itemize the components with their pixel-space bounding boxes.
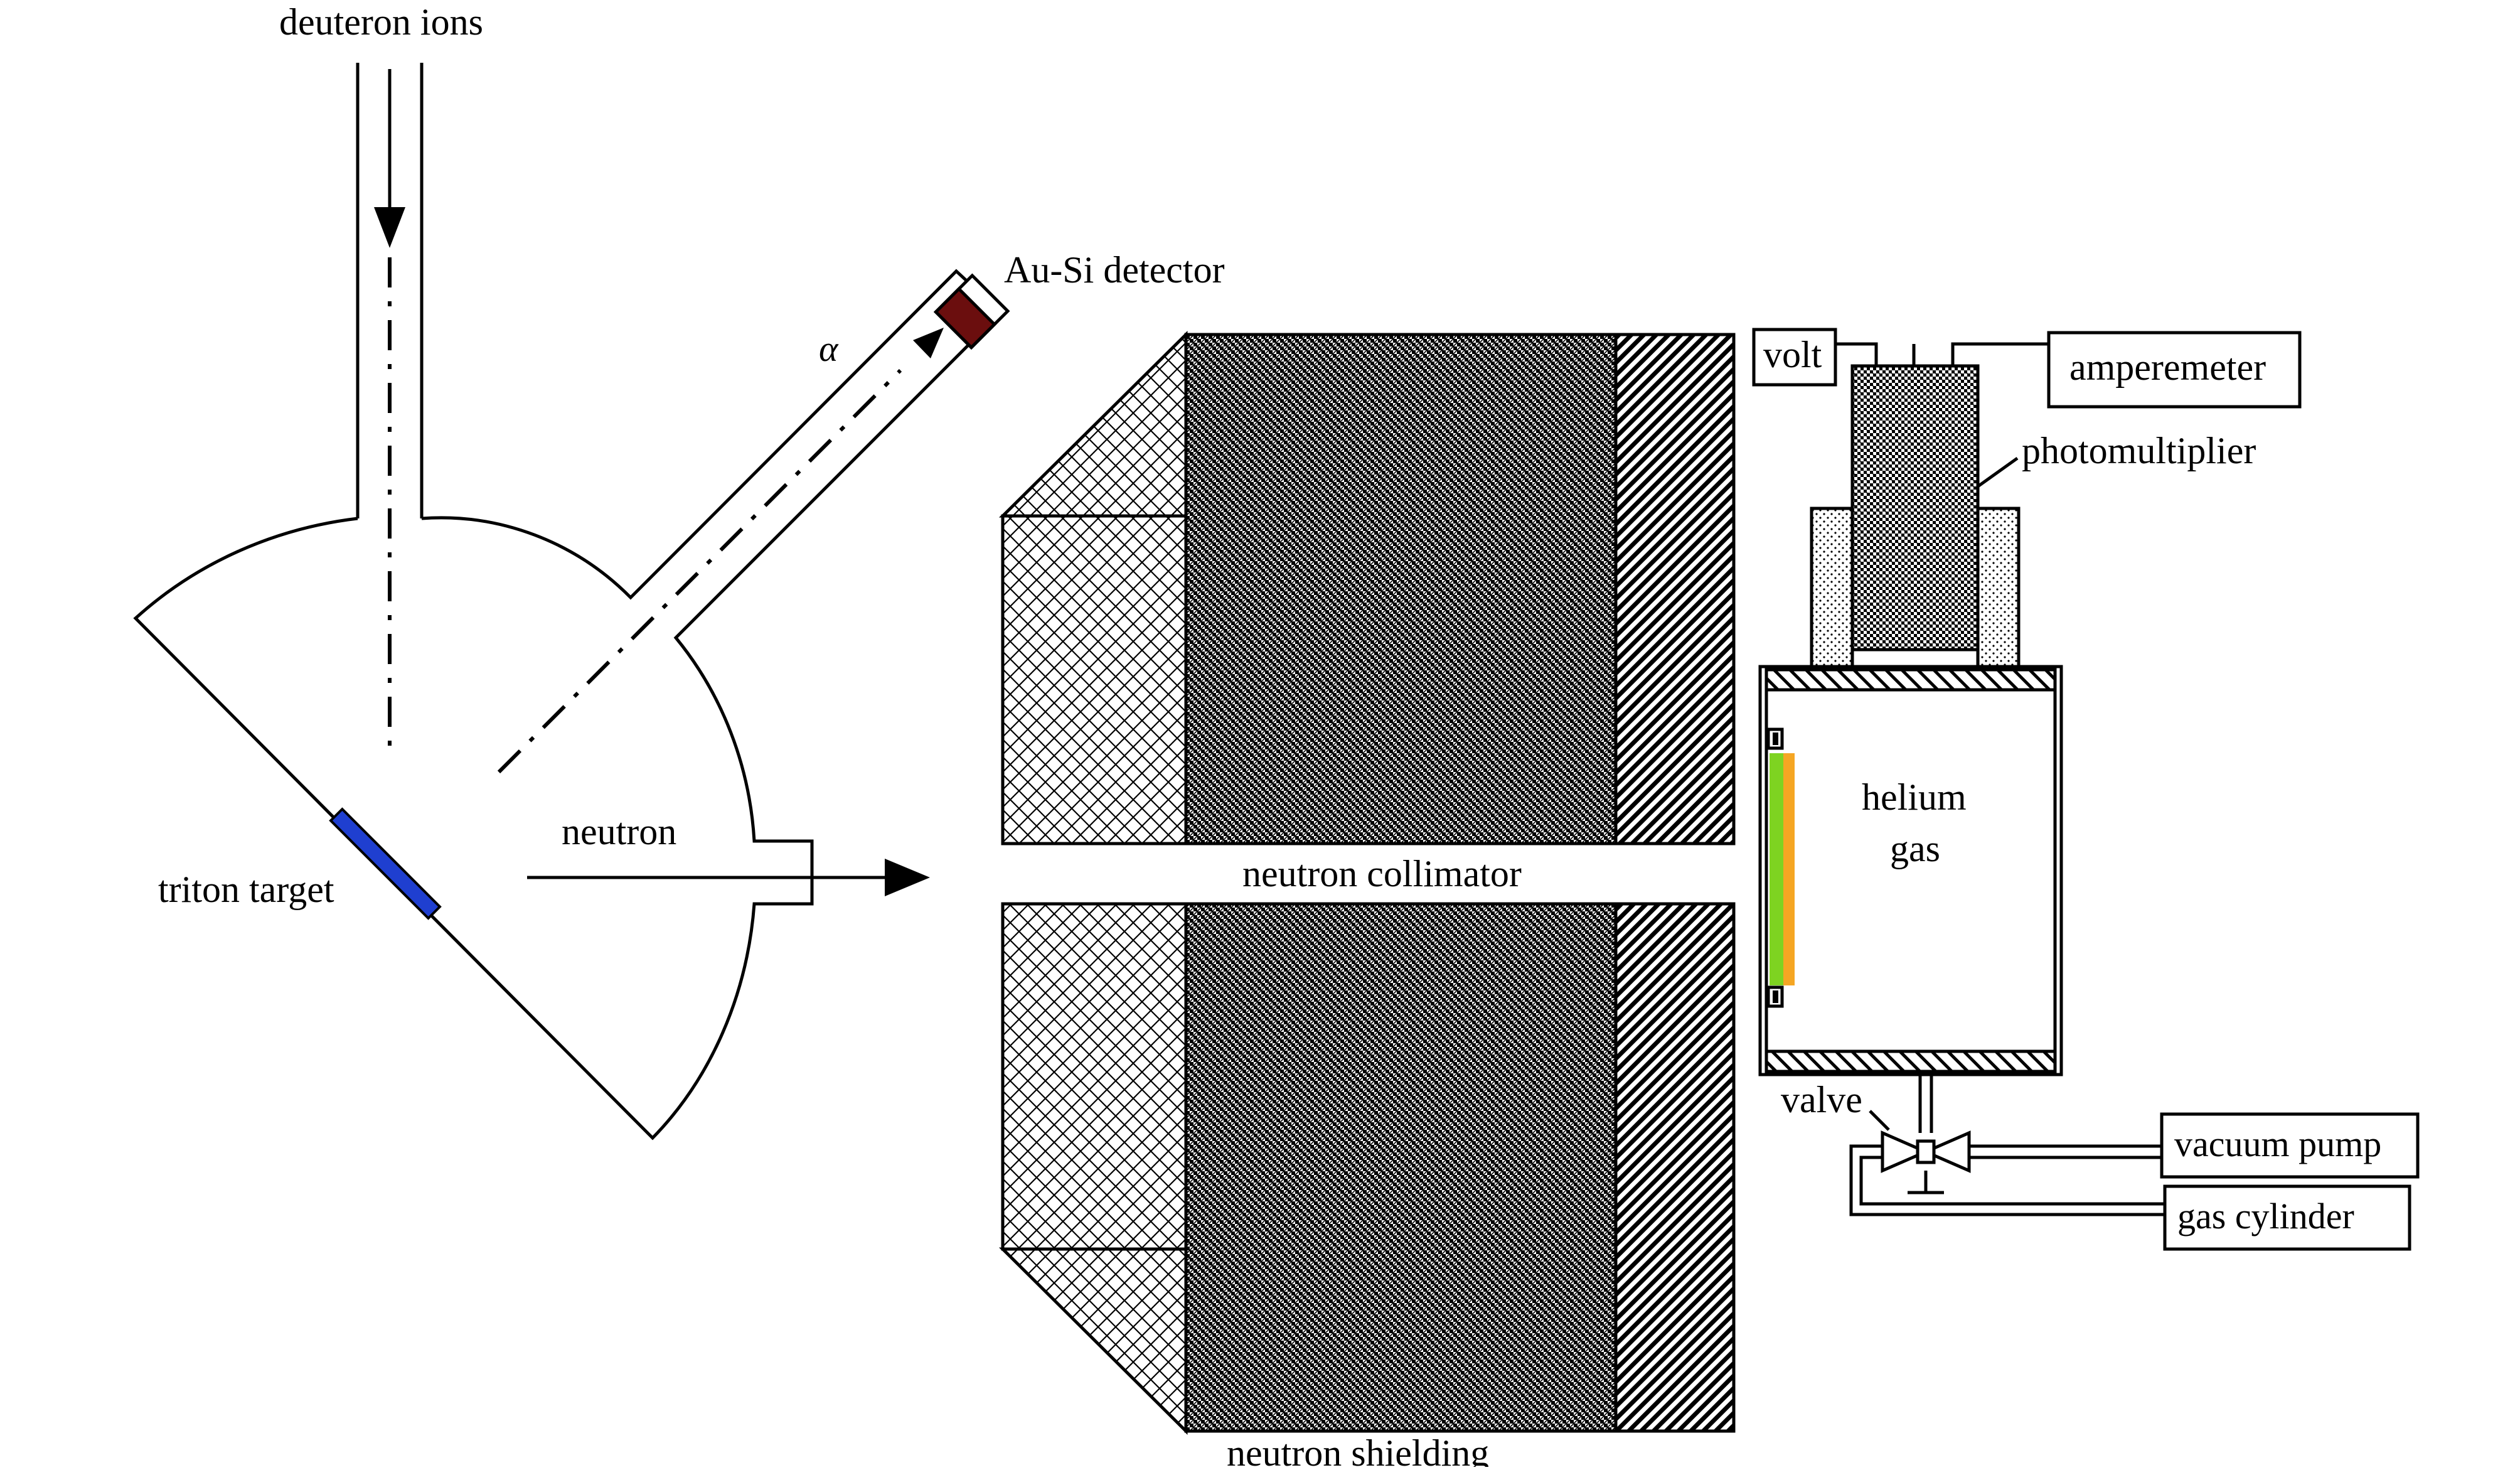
label-neutron-shielding: neutron shielding — [1227, 1432, 1489, 1467]
amperemeter-box — [2047, 331, 2302, 409]
chamber-bottom-plate — [1765, 1049, 2057, 1073]
photomultiplier-housing-right — [1976, 507, 2021, 672]
triton-target — [329, 807, 442, 920]
gas-plumbing — [1849, 1075, 2420, 1251]
volt-box — [1752, 328, 1837, 387]
upper-clip-fill — [1773, 732, 1778, 745]
label-alpha: α — [819, 328, 839, 369]
label-au-si-detector: Au-Si detector — [1004, 249, 1225, 291]
label-neutron: neutron — [562, 811, 676, 852]
alpha-arrow-head — [913, 328, 944, 358]
amperemeter-wire — [1951, 342, 2049, 366]
label-helium: helium — [1862, 776, 1967, 818]
valve-leader — [1869, 1110, 1890, 1131]
valve-right-wedge — [1921, 1130, 1971, 1173]
lower-clip-fill — [1773, 990, 1778, 1003]
alpha-path-line — [497, 368, 902, 774]
collimator-lower-back — [1614, 902, 1736, 1433]
collimator-upper-core — [1184, 333, 1618, 845]
label-valve: valve — [1781, 1079, 1862, 1120]
au-si-detector — [933, 273, 1010, 350]
scintillator-green-strip — [1770, 753, 1783, 985]
label-vacuum-pump: vacuum pump — [2174, 1124, 2381, 1164]
collimator-upper-back — [1614, 333, 1736, 845]
vacuum-pump-box — [2160, 1112, 2420, 1179]
chamber-outline — [133, 269, 1003, 1140]
label-deuteron-ions: deuteron ions — [279, 1, 483, 43]
neutron-collimator — [998, 331, 1736, 1435]
photomultiplier-tube — [1850, 364, 1980, 652]
helium-chamber — [1758, 665, 2063, 1076]
gas-line-outer — [1849, 1144, 2165, 1216]
valve-body — [1916, 1139, 1936, 1164]
label-triton-target: triton target — [158, 869, 334, 910]
label-gas: gas — [1890, 828, 1940, 869]
neutron-arrow-head — [885, 859, 930, 896]
label-gas-cylinder: gas cylinder — [2177, 1196, 2354, 1237]
collimator-lower-core — [1184, 902, 1618, 1433]
gas-line-inner — [1859, 1156, 2165, 1206]
helium-detector — [1752, 328, 2302, 1076]
scintillator-orange-strip — [1783, 753, 1795, 985]
collimator-upper-bevel — [998, 331, 1188, 518]
beam-arrow-head — [374, 207, 405, 248]
valve-left-wedge — [1881, 1130, 1930, 1173]
photomultiplier-leader — [1977, 456, 2019, 488]
collimator-lower-front — [1001, 902, 1188, 1251]
target-chamber — [133, 63, 1003, 1140]
label-amperemeter: amperemeter — [2069, 346, 2266, 388]
collimator-upper-front — [1001, 514, 1188, 845]
label-volt: volt — [1763, 334, 1822, 375]
volt-wire — [1835, 342, 1878, 366]
collimator-lower-bevel — [998, 1247, 1188, 1435]
label-neutron-collimator: neutron collimator — [1242, 853, 1522, 894]
gas-cylinder-box — [2163, 1184, 2411, 1251]
chamber-top-plate — [1765, 668, 2057, 692]
detector-crystal — [933, 286, 997, 350]
photomultiplier-housing-left — [1810, 507, 1854, 672]
label-photomultiplier: photomultiplier — [2022, 430, 2256, 471]
